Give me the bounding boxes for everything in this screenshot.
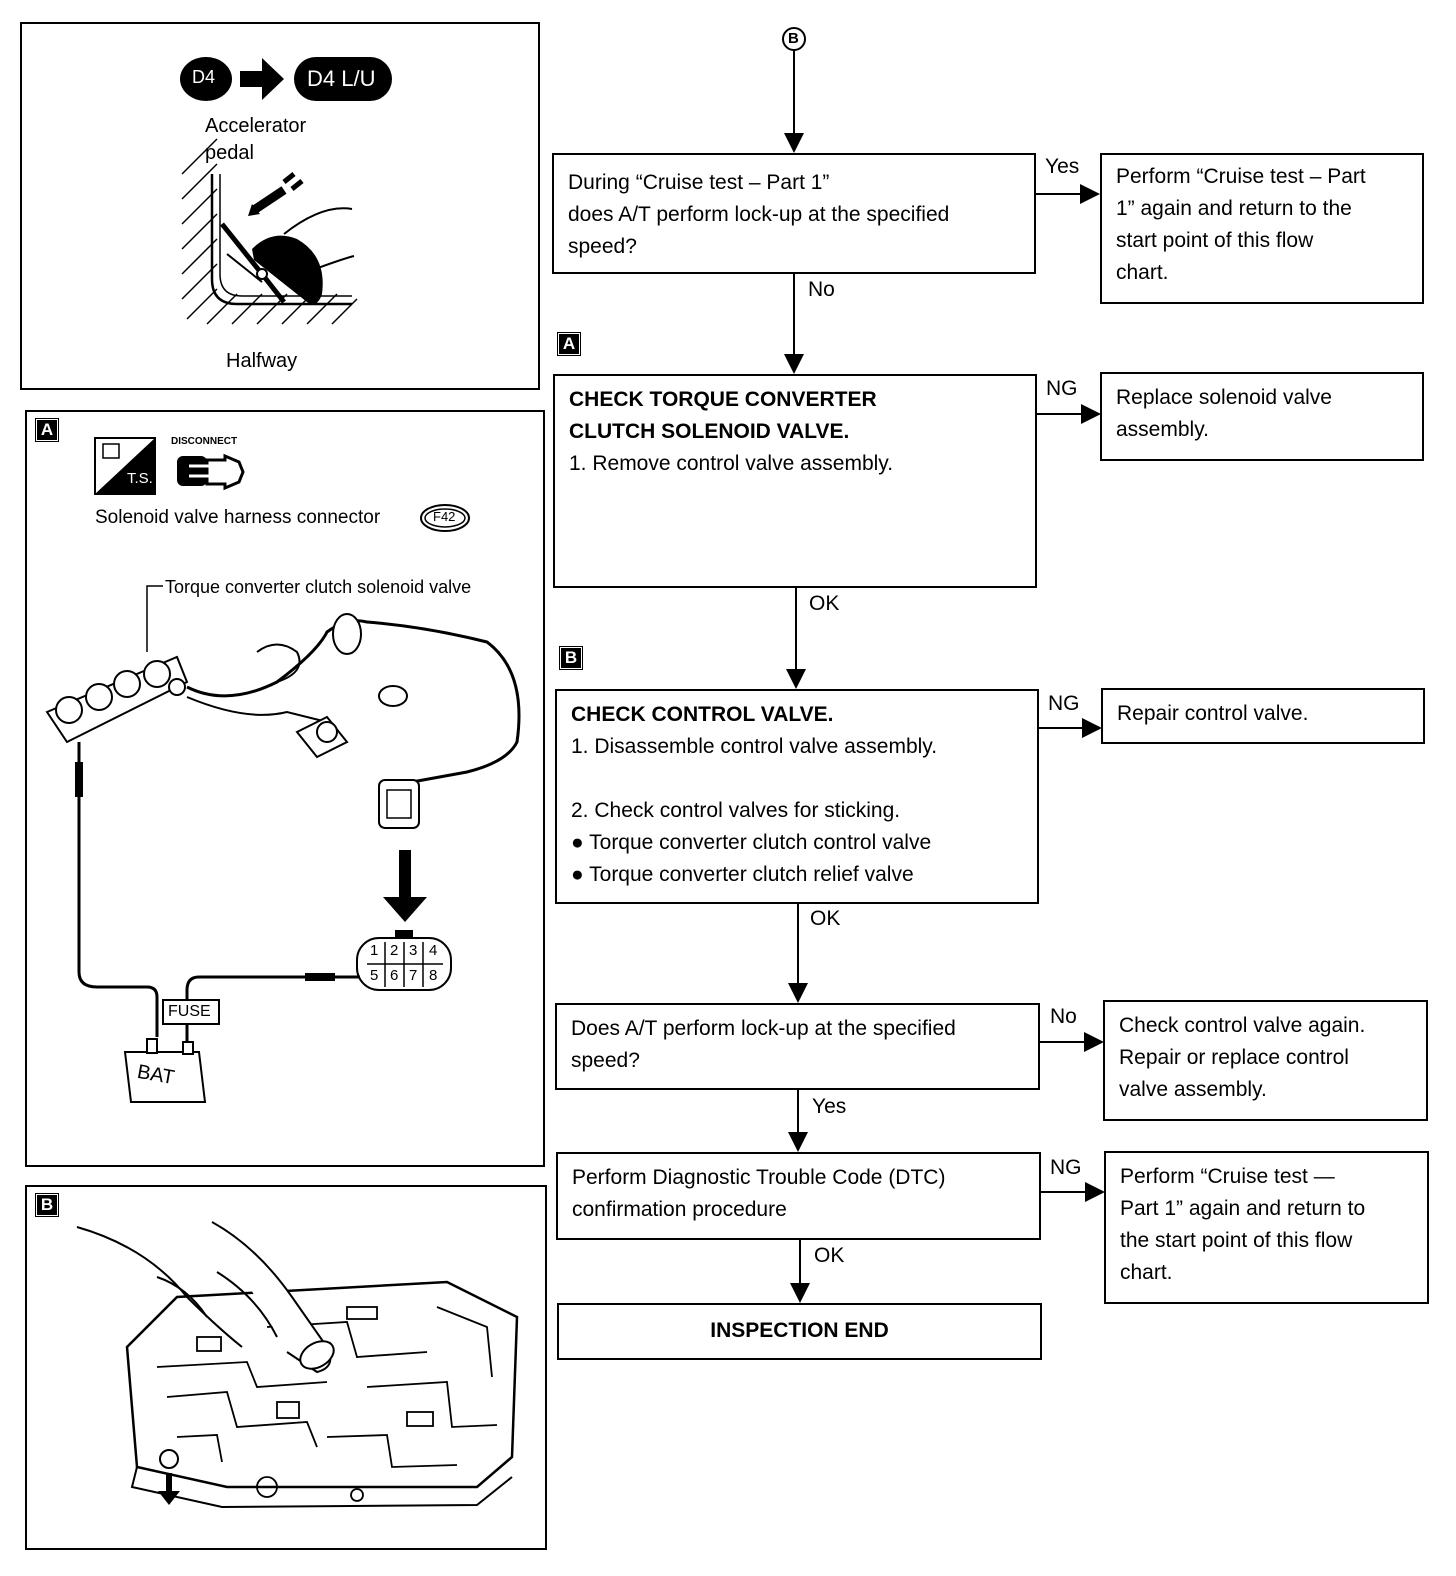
pedal-illustration-panel: D4 D4 L/U Accelerator pedal Halfway: [20, 22, 540, 390]
box1-yes-label: Yes: [1045, 155, 1080, 178]
box3-spacer: [571, 763, 1023, 795]
panel-b-tag: B: [35, 1193, 59, 1217]
connector-label: Solenoid valve harness connector: [95, 507, 381, 528]
inspection-end-box: INSPECTION END: [557, 1303, 1042, 1360]
box1-line1: During “Cruise test – Part 1”: [568, 171, 830, 194]
panel-a-tag: A: [35, 418, 59, 442]
disconnect-label: DISCONNECT: [171, 436, 238, 447]
box2-step1: 1. Remove control valve assembly.: [569, 452, 894, 475]
box5-result-line2: Part 1” again and return to: [1120, 1197, 1366, 1220]
check-solenoid-valve-box: CHECK TORQUE CONVERTER CLUTCH SOLENOID V…: [553, 374, 1037, 588]
wiring-diagram: [45, 437, 521, 1103]
box1-result-line2: 1” again and return to the: [1116, 197, 1352, 220]
pedal-label-line2: pedal: [205, 142, 254, 164]
start-marker: B: [788, 30, 799, 47]
box2-ng-label: NG: [1046, 377, 1078, 400]
pin-1: 1: [370, 942, 379, 959]
box1-result-line4: chart.: [1116, 261, 1169, 284]
repeat-cruise-test-final-box: Perform “Cruise test — Part 1” again and…: [1104, 1151, 1429, 1304]
lockup-check-box: Does A/T perform lock-up at the specifie…: [555, 1003, 1040, 1090]
connector-code: F42: [433, 509, 456, 524]
box4-no-label: No: [1050, 1005, 1077, 1028]
control-valve-illustration: [76, 1221, 519, 1509]
mode-to-label: D4 L/U: [307, 66, 376, 91]
box1-result-line1: Perform “Cruise test – Part: [1116, 165, 1366, 188]
control-valve-panel: B: [25, 1185, 547, 1550]
box5-line2: confirmation procedure: [572, 1198, 787, 1221]
flow-tag-a: A: [557, 332, 581, 356]
box2-title-line2: CLUTCH SOLENOID VALVE.: [569, 420, 850, 443]
box3-ok-label: OK: [810, 907, 841, 930]
position-label: Halfway: [226, 350, 298, 372]
box5-line1: Perform Diagnostic Trouble Code (DTC): [572, 1166, 946, 1189]
box1-result-line3: start point of this flow: [1116, 229, 1314, 252]
inspection-end-label: INSPECTION END: [710, 1319, 889, 1342]
pedal-illustration: [180, 57, 392, 325]
box4-line2: speed?: [571, 1049, 640, 1072]
box5-ok-label: OK: [814, 1244, 845, 1267]
replace-solenoid-box: Replace solenoid valve assembly.: [1100, 372, 1424, 461]
pin-5: 5: [370, 967, 379, 984]
box5-result-line4: chart.: [1120, 1261, 1173, 1284]
box5-ng-label: NG: [1050, 1156, 1082, 1179]
recheck-control-valve-box: Check control valve again. Repair or rep…: [1103, 1000, 1428, 1121]
box3-bullet1: ● Torque converter clutch control valve: [571, 831, 932, 854]
box1-no-label: No: [808, 278, 835, 301]
box3-bullet2: ● Torque converter clutch relief valve: [571, 863, 914, 886]
box2-result-line2: assembly.: [1116, 418, 1209, 441]
box1-line3: speed?: [568, 235, 637, 258]
box2-ok-label: OK: [809, 592, 840, 615]
box4-result-line2: Repair or replace control: [1119, 1046, 1349, 1069]
box1-line2: does A/T perform lock-up at the specifie…: [568, 203, 950, 226]
pin-4: 4: [429, 942, 438, 959]
mode-from-label: D4: [192, 67, 216, 87]
box5-result-line3: the start point of this flow: [1120, 1229, 1353, 1252]
box3-step2: 2. Check control valves for sticking.: [571, 799, 901, 822]
pin-3: 3: [409, 942, 418, 959]
pin-8: 8: [429, 967, 438, 984]
pin-6: 6: [390, 967, 399, 984]
box5-result-line1: Perform “Cruise test —: [1120, 1165, 1335, 1188]
check-control-valve-box: CHECK CONTROL VALVE. 1. Disassemble cont…: [555, 689, 1039, 904]
box2-result-line1: Replace solenoid valve: [1116, 386, 1332, 409]
flow-tag-b: B: [559, 646, 583, 670]
cruise-test-question-box: During “Cruise test – Part 1” does A/T p…: [552, 153, 1036, 274]
box4-line1: Does A/T perform lock-up at the specifie…: [571, 1017, 956, 1040]
box4-result-line3: valve assembly.: [1119, 1078, 1267, 1101]
valve-label: Torque converter clutch solenoid valve: [165, 577, 472, 597]
pin-7: 7: [409, 967, 418, 984]
pin-2: 2: [390, 942, 399, 959]
repeat-cruise-test-box: Perform “Cruise test – Part 1” again and…: [1100, 153, 1424, 304]
box3-result: Repair control valve.: [1117, 702, 1309, 725]
box3-ng-label: NG: [1048, 692, 1080, 715]
ts-label: T.S.: [127, 470, 153, 487]
box4-result-line1: Check control valve again.: [1119, 1014, 1366, 1037]
solenoid-wiring-panel: A: [25, 410, 545, 1167]
box3-step1: 1. Disassemble control valve assembly.: [571, 735, 938, 758]
dtc-confirmation-box: Perform Diagnostic Trouble Code (DTC) co…: [556, 1152, 1041, 1240]
box4-yes-label: Yes: [812, 1095, 847, 1118]
box2-title-line1: CHECK TORQUE CONVERTER: [569, 388, 877, 411]
repair-control-valve-box: Repair control valve.: [1101, 688, 1425, 744]
pedal-label-line1: Accelerator: [205, 115, 307, 137]
fuse-label: FUSE: [168, 1003, 211, 1020]
box3-title: CHECK CONTROL VALVE.: [571, 703, 834, 726]
